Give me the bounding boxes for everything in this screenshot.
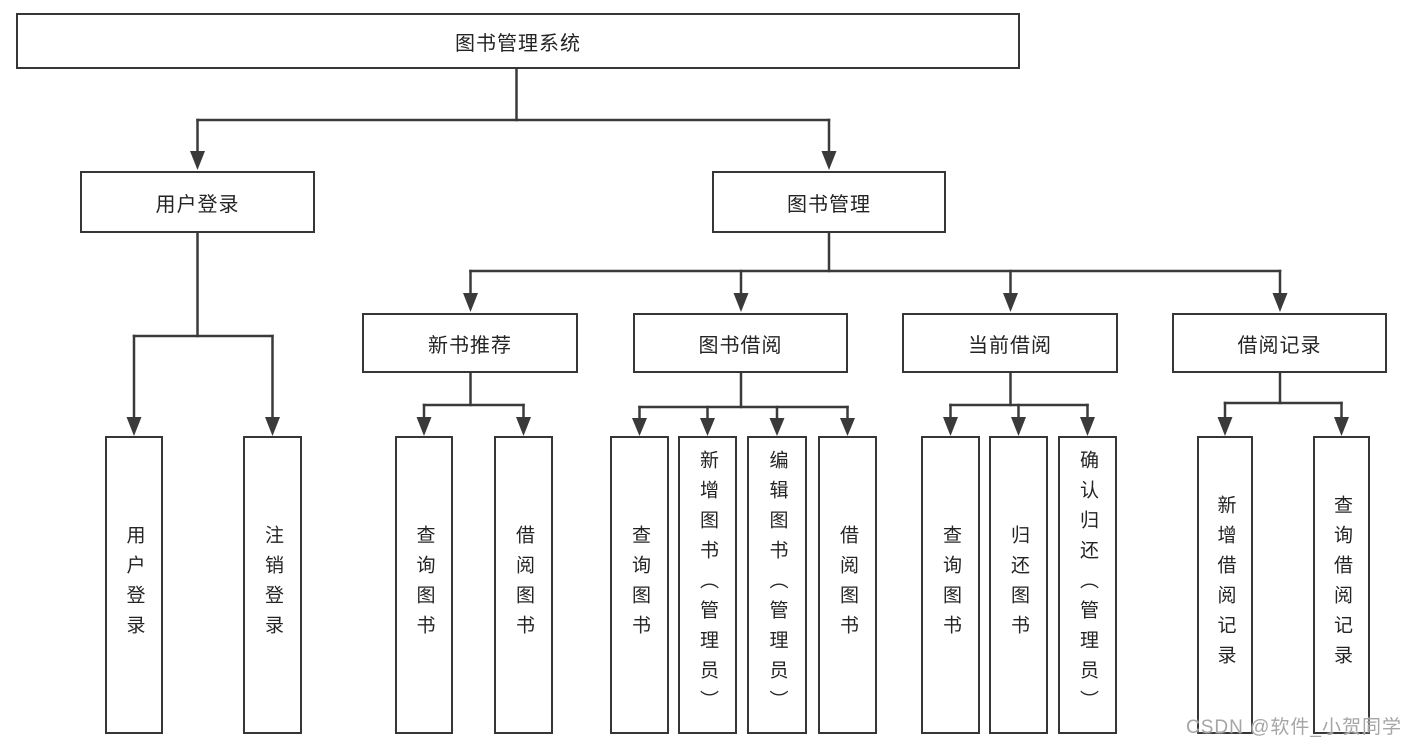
arrowhead [1003, 293, 1018, 312]
leaf-borrow-edit-admin-label: 编辑图书（管理员） [766, 450, 788, 720]
connector-root-to-branches [190, 67, 837, 170]
leaf-newbooks-borrow-label: 借阅图书 [513, 525, 534, 645]
leaf-records-add: 新增借阅记录 [1197, 436, 1253, 734]
arrowhead [126, 417, 142, 436]
leaf-current-query-label: 查询图书 [940, 525, 961, 645]
arrowhead [840, 418, 855, 436]
node-current-borrow-label: 当前借阅 [968, 334, 1052, 357]
arrowhead [632, 418, 647, 436]
arrowhead [416, 417, 432, 436]
arrowhead [943, 417, 958, 436]
leaf-records-add-label: 新增借阅记录 [1214, 495, 1236, 675]
arrowhead [516, 417, 531, 436]
arrowhead [190, 151, 205, 170]
arrowhead [821, 151, 837, 170]
leaf-current-confirm-admin-label: 确认归还（管理员） [1077, 450, 1098, 720]
arrowhead [463, 293, 478, 312]
leaf-borrow-borrow: 借阅图书 [818, 436, 877, 734]
node-borrow-records: 借阅记录 [1172, 313, 1387, 373]
leaf-borrow-add-admin-label: 新增图书（管理员） [697, 450, 718, 720]
arrowhead [1334, 417, 1349, 436]
leaf-newbooks-query-label: 查询图书 [413, 525, 435, 645]
csdn-watermark: CSDN @软件_小贺同学 [1186, 717, 1402, 738]
leaf-borrow-query: 查询图书 [610, 436, 669, 734]
connector-borrow-records-to-leaves [1217, 371, 1349, 436]
arrowhead [265, 417, 280, 436]
arrowhead [1272, 293, 1288, 312]
node-new-books-label: 新书推荐 [428, 334, 512, 357]
leaf-borrow-borrow-label: 借阅图书 [837, 525, 858, 645]
connector-new-books-to-leaves [416, 371, 531, 436]
node-root-label: 图书管理系统 [455, 32, 581, 55]
leaf-newbooks-query: 查询图书 [395, 436, 453, 734]
leaf-borrow-edit-admin: 编辑图书（管理员） [747, 436, 807, 734]
arrowhead [1011, 417, 1026, 436]
leaf-logout: 注销登录 [243, 436, 302, 734]
connector-user-login-to-leaves [126, 231, 280, 436]
connector-book-mgmt-to-modules [463, 231, 1288, 312]
leaf-newbooks-borrow: 借阅图书 [494, 436, 553, 734]
node-book-borrow-label: 图书借阅 [698, 334, 783, 357]
leaf-user-login: 用户登录 [105, 436, 163, 734]
leaf-user-login-label: 用户登录 [123, 525, 145, 645]
arrowhead [733, 293, 749, 312]
node-book-mgmt: 图书管理 [712, 171, 946, 233]
node-root: 图书管理系统 [16, 13, 1020, 69]
arrowhead [1217, 417, 1233, 436]
node-user-login: 用户登录 [80, 171, 315, 233]
leaf-current-confirm-admin: 确认归还（管理员） [1058, 436, 1117, 734]
leaf-records-query-label: 查询借阅记录 [1331, 495, 1352, 675]
leaf-borrow-query-label: 查询图书 [629, 525, 650, 645]
leaf-logout-label: 注销登录 [262, 525, 283, 645]
node-current-borrow: 当前借阅 [902, 313, 1118, 373]
leaf-current-return-label: 归还图书 [1008, 525, 1029, 645]
node-new-books: 新书推荐 [362, 313, 578, 373]
node-borrow-records-label: 借阅记录 [1237, 334, 1322, 357]
node-book-mgmt-label: 图书管理 [787, 193, 871, 216]
node-book-borrow: 图书借阅 [633, 313, 848, 373]
node-user-login-label: 用户登录 [155, 193, 240, 216]
arrowhead [769, 418, 785, 436]
arrowhead [1080, 417, 1095, 436]
leaf-current-return: 归还图书 [989, 436, 1048, 734]
leaf-borrow-add-admin: 新增图书（管理员） [678, 436, 737, 734]
connector-book-borrow-to-leaves [632, 371, 855, 436]
leaf-records-query: 查询借阅记录 [1313, 436, 1370, 734]
leaf-current-query: 查询图书 [921, 436, 980, 734]
connector-current-borrow-to-leaves [943, 371, 1095, 436]
arrowhead [700, 418, 715, 436]
